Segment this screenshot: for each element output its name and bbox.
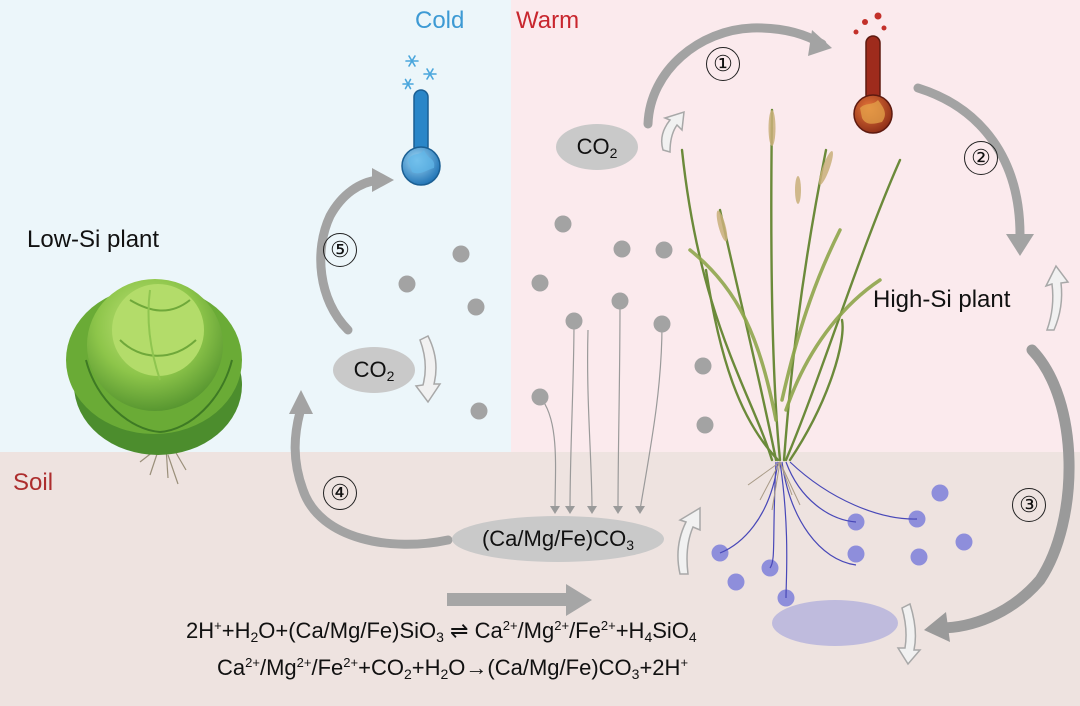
- silicic-acid-highlight: [772, 600, 898, 646]
- step-marker-3: ③: [1012, 488, 1046, 522]
- weathering-arrow: [447, 584, 592, 616]
- arrow-step-2: [913, 83, 1034, 256]
- soil-region: [0, 452, 1080, 706]
- carbonation-equation: Ca2+/Mg2+/Fe2++CO2+H2O→(Ca/Mg/Fe)CO3+2H+: [217, 655, 689, 682]
- arrow-step-1: [643, 23, 832, 129]
- snowflake-icon: [402, 55, 437, 90]
- arrow-step-4: [289, 390, 453, 549]
- thermometer-warm-icon: [853, 12, 893, 134]
- co2-warm-pill: CO2: [556, 124, 638, 170]
- step-marker-2: ②: [964, 141, 998, 175]
- step-marker-1: ①: [706, 47, 740, 81]
- weathering-equation: 2H++H2O+(Ca/Mg/Fe)SiO3 ⇌ Ca2+/Mg2+/Fe2++…: [186, 618, 697, 645]
- soil-region-label: Soil: [13, 469, 54, 496]
- cold-region-label: Cold: [415, 7, 465, 34]
- carbonate-pill: (Ca/Mg/Fe)CO3: [452, 516, 664, 562]
- warm-region: [511, 0, 1080, 452]
- small-arrow-co2-warm: [660, 110, 685, 153]
- co2-cold-pill: CO2: [333, 347, 415, 393]
- co2-flow-lines: [539, 301, 663, 511]
- arrow-step-5: [316, 168, 394, 335]
- arrow-step-3: [924, 344, 1075, 642]
- thermometer-cold-icon: [401, 89, 441, 186]
- co2-flow-arrowheads: [550, 506, 645, 514]
- high-si-plant-label: High-Si plant: [873, 286, 1011, 313]
- co2-molecule-dots: [398, 215, 714, 434]
- small-arrow-high-si: [1044, 264, 1070, 331]
- small-arrow-co2-cold: [414, 334, 442, 404]
- rice-plant-icon: [680, 108, 918, 599]
- cabbage-icon: [66, 279, 242, 485]
- step-marker-4: ④: [323, 476, 357, 510]
- warm-region-label: Warm: [516, 7, 580, 34]
- step-marker-5: ⑤: [323, 233, 357, 267]
- small-arrow-carbonate: [677, 506, 701, 575]
- small-arrow-h4sio4: [896, 602, 922, 666]
- low-si-plant-label: Low-Si plant: [27, 226, 160, 253]
- ion-dots: [711, 484, 973, 607]
